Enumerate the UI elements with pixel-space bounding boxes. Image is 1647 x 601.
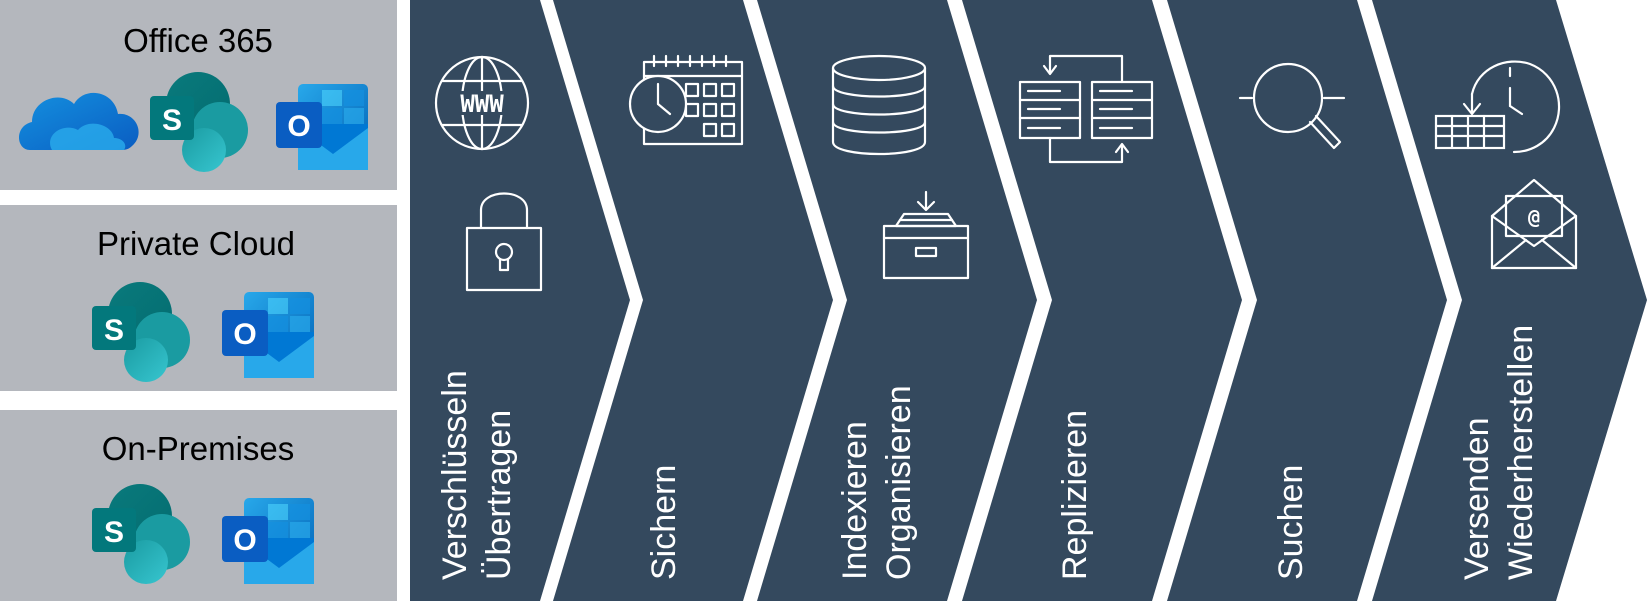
source-panel-on-premises: On-Premises S O [0, 410, 397, 601]
step-chevron-6: Versenden Wiederherstellen @ [1372, 0, 1647, 601]
calendar-clock-icon [628, 54, 744, 146]
panel-background [0, 205, 397, 391]
svg-text:O: O [233, 318, 256, 351]
step-chevron-4: Replizieren [962, 0, 1242, 601]
www-globe-icon: WWW [434, 55, 530, 151]
step-label-line-1: Replizieren [1056, 410, 1094, 580]
svg-text:S: S [104, 516, 124, 549]
svg-text:WWW: WWW [460, 90, 504, 118]
step-label-line-1: Sichern [645, 465, 683, 580]
outlook-icon: O [276, 84, 368, 170]
step-label-line-1: Indexieren [836, 421, 874, 580]
chevron-shape [757, 0, 1037, 601]
chevron-shape [962, 0, 1242, 601]
email-envelope-icon: @ [1490, 178, 1578, 270]
chevron-shape [1167, 0, 1447, 601]
sharepoint-icon: S [92, 484, 190, 584]
step-chevron-1: Verschlüsseln Übertragen WWW [410, 0, 630, 601]
step-chevron-3: Indexieren Organisieren [757, 0, 1037, 601]
step-label-line-1: Versenden [1458, 417, 1496, 580]
sharepoint-icon: S [150, 72, 248, 172]
magnifier-icon [1238, 62, 1346, 150]
svg-text:S: S [104, 314, 124, 347]
step-chevron-5: Suchen [1167, 0, 1447, 601]
padlock-icon [465, 192, 543, 292]
panel-title: Office 365 [123, 22, 273, 59]
svg-text:@: @ [1528, 205, 1540, 229]
svg-text:S: S [162, 104, 182, 137]
chevron-shape [1372, 0, 1647, 601]
step-label-line-1: Verschlüsseln [436, 370, 474, 580]
step-label-line-2: Organisieren [880, 385, 918, 580]
panel-title: On-Premises [102, 430, 295, 467]
sharepoint-icon: S [92, 282, 190, 382]
panel-background [0, 410, 397, 601]
svg-text:O: O [233, 524, 256, 557]
chevron-shape [553, 0, 833, 601]
restore-history-icon [1434, 60, 1561, 154]
source-panel-private-cloud: Private Cloud S O [0, 205, 397, 391]
source-panel-office-365: Office 365 S O [0, 0, 397, 190]
chevron-shape [410, 0, 630, 601]
outlook-icon: O [222, 292, 314, 378]
step-chevron-2: Sichern [553, 0, 833, 601]
panel-title: Private Cloud [97, 225, 295, 262]
replicate-servers-icon [1018, 54, 1154, 164]
svg-text:O: O [287, 110, 310, 143]
step-label-line-1: Suchen [1272, 465, 1310, 580]
onedrive-icon [19, 92, 139, 150]
step-label-line-2: Übertragen [480, 410, 518, 580]
outlook-icon: O [222, 498, 314, 584]
archive-tray-icon [882, 190, 970, 280]
database-icon [831, 54, 927, 156]
step-label-line-2: Wiederherstellen [1502, 325, 1540, 580]
